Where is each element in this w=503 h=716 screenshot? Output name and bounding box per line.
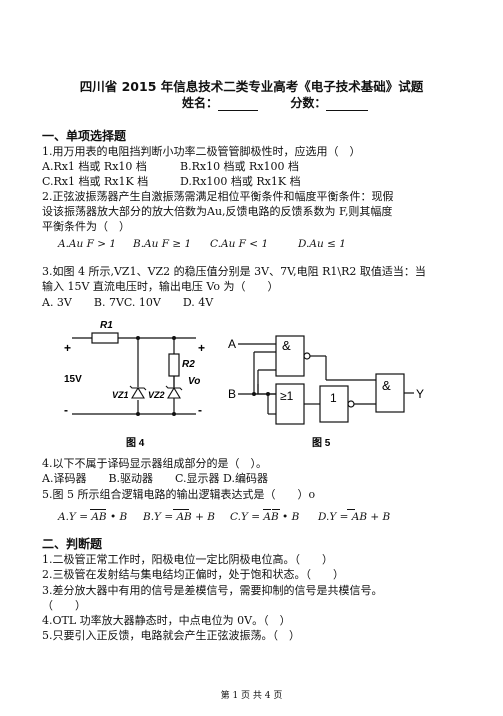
judge-item-1: 1.二极管正常工作时，阳极电位一定比阴极电位高。（ ） [42, 553, 333, 566]
fig4-r2-label: R2 [182, 359, 195, 370]
q5c-overline-a [263, 509, 271, 510]
q5-option-a: A.Y = AB • B [58, 511, 128, 523]
q2-option-b: B.Au F ≥ 1 [133, 238, 192, 250]
q2-option-d: D.Au ≤ 1 [298, 238, 346, 250]
q5c-overline-b [272, 509, 280, 510]
q5-option-d: D.Y = AB + B [318, 511, 391, 523]
q2-line3: 平衡条件为（ ） [42, 220, 130, 233]
q1-stem: 1.用万用表的电阻挡判断小功率二极管管脚极性时，应选用（ ） [42, 145, 361, 158]
q1-option-d: D.Rx100 档或 Rx1K 档 [180, 175, 301, 188]
q4-options: A.译码器 B.驱动器 C.显示器 D.编码器 [42, 472, 268, 485]
q5d-overline-a [347, 509, 355, 510]
q5-option-c: C.Y = AB • B [230, 511, 300, 523]
fig5-gate3-not: 1 [330, 391, 337, 405]
q5b-overline [173, 509, 189, 510]
section2-heading: 二、判断题 [42, 537, 103, 551]
judge-item-3: 3.差分放大器中有用的信号是差模信号，需要抑制的信号是共模信号。 [42, 584, 383, 597]
page-footer: 第 1 页 共 4 页 [220, 691, 283, 701]
judge-item-2: 2.三极管在发射结与集电结均正偏时，处于饱和状态。（ ） [42, 568, 344, 581]
exam-title: 四川省 2015 年信息技术二类专业高考《电子技术基础》试题 [79, 79, 424, 94]
fig4-vo-label: Vo [188, 376, 200, 387]
fig4-input-label: 15V [64, 374, 82, 385]
fig4-minus-out: - [198, 403, 202, 417]
name-label: 姓名： [182, 96, 219, 110]
q5-stem: 5.图 5 所示组合逻辑电路的输出逻辑表达式是（ ）o [42, 488, 316, 501]
fig5-input-b: B [228, 387, 236, 401]
q3-line2: 输入 15V 直流电压时，输出电压 Vo 为（ ） [42, 280, 279, 293]
section1-heading: 一、单项选择题 [42, 129, 127, 143]
q1-option-a: A.Rx1 档或 Rx10 档 [42, 160, 147, 173]
q2-option-c: C.Au F < 1 [210, 238, 269, 250]
q2-line1: 2.正弦波振荡器产生自激振荡需满足相位平衡条件和幅度平衡条件：现假 [42, 190, 394, 203]
judge-item-3-cont: （ ） [42, 599, 86, 612]
fig4-caption: 图 4 [126, 437, 145, 449]
q2-line2: 设该振荡器放大部分的放大倍数为Au,反馈电路的反馈系数为 F,则其幅度 [42, 205, 393, 218]
judge-item-5: 5.只要引入正反馈，电路就会产生正弦波振荡。（ ） [42, 629, 300, 642]
q3-line1: 3.如图 4 所示,VZ1、VZ2 的稳压值分别是 3V、7V,电阻 R1\R2… [42, 265, 426, 278]
fig5-gate4-and: & [382, 378, 391, 393]
name-blank [218, 99, 259, 111]
q1-option-c: C.Rx1 档或 Rx1K 档 [42, 175, 149, 188]
fig5-output-y: Y [416, 387, 424, 401]
q3-options: A. 3V B. 7VC. 10V D. 4V [42, 296, 214, 309]
q4-stem: 4.以下不属于译码显示器组成部分的是（ ）。 [42, 457, 267, 470]
name-score-line: 姓名： 分数： [182, 94, 369, 111]
fig4-plus-out: + [198, 341, 205, 355]
fig5-input-a: A [228, 337, 236, 351]
judge-item-4: 4.OTL 功率放大器静态时，中点电位为 0V。（ ） [42, 614, 291, 627]
q2-option-a: A.Au F > 1 [58, 238, 117, 250]
fig5-caption: 图 5 [312, 437, 331, 449]
fig5-gate1-and: & [282, 338, 291, 353]
fig4-vz2-label: VZ2 [148, 390, 165, 400]
score-blank [326, 99, 369, 111]
fig4-vz1-label: VZ1 [112, 390, 129, 400]
fig5-gate2-or: ≥1 [280, 389, 294, 403]
fig4-minus-in: - [64, 403, 68, 417]
figure5-logic-circuit: A B & ≥1 1 & Y 图 5 [228, 335, 424, 449]
figure4-circuit: R1 R2 + 15V - VZ1 VZ2 + Vo - 图 4 [64, 320, 205, 449]
q5-option-b: B.Y = AB + B [143, 511, 215, 523]
fig4-plus-in: + [64, 341, 71, 355]
q5a-overline [90, 509, 106, 510]
q1-option-b: B.Rx10 档或 Rx100 档 [180, 160, 300, 173]
score-label: 分数： [290, 96, 327, 110]
fig4-r1-label: R1 [100, 320, 113, 331]
